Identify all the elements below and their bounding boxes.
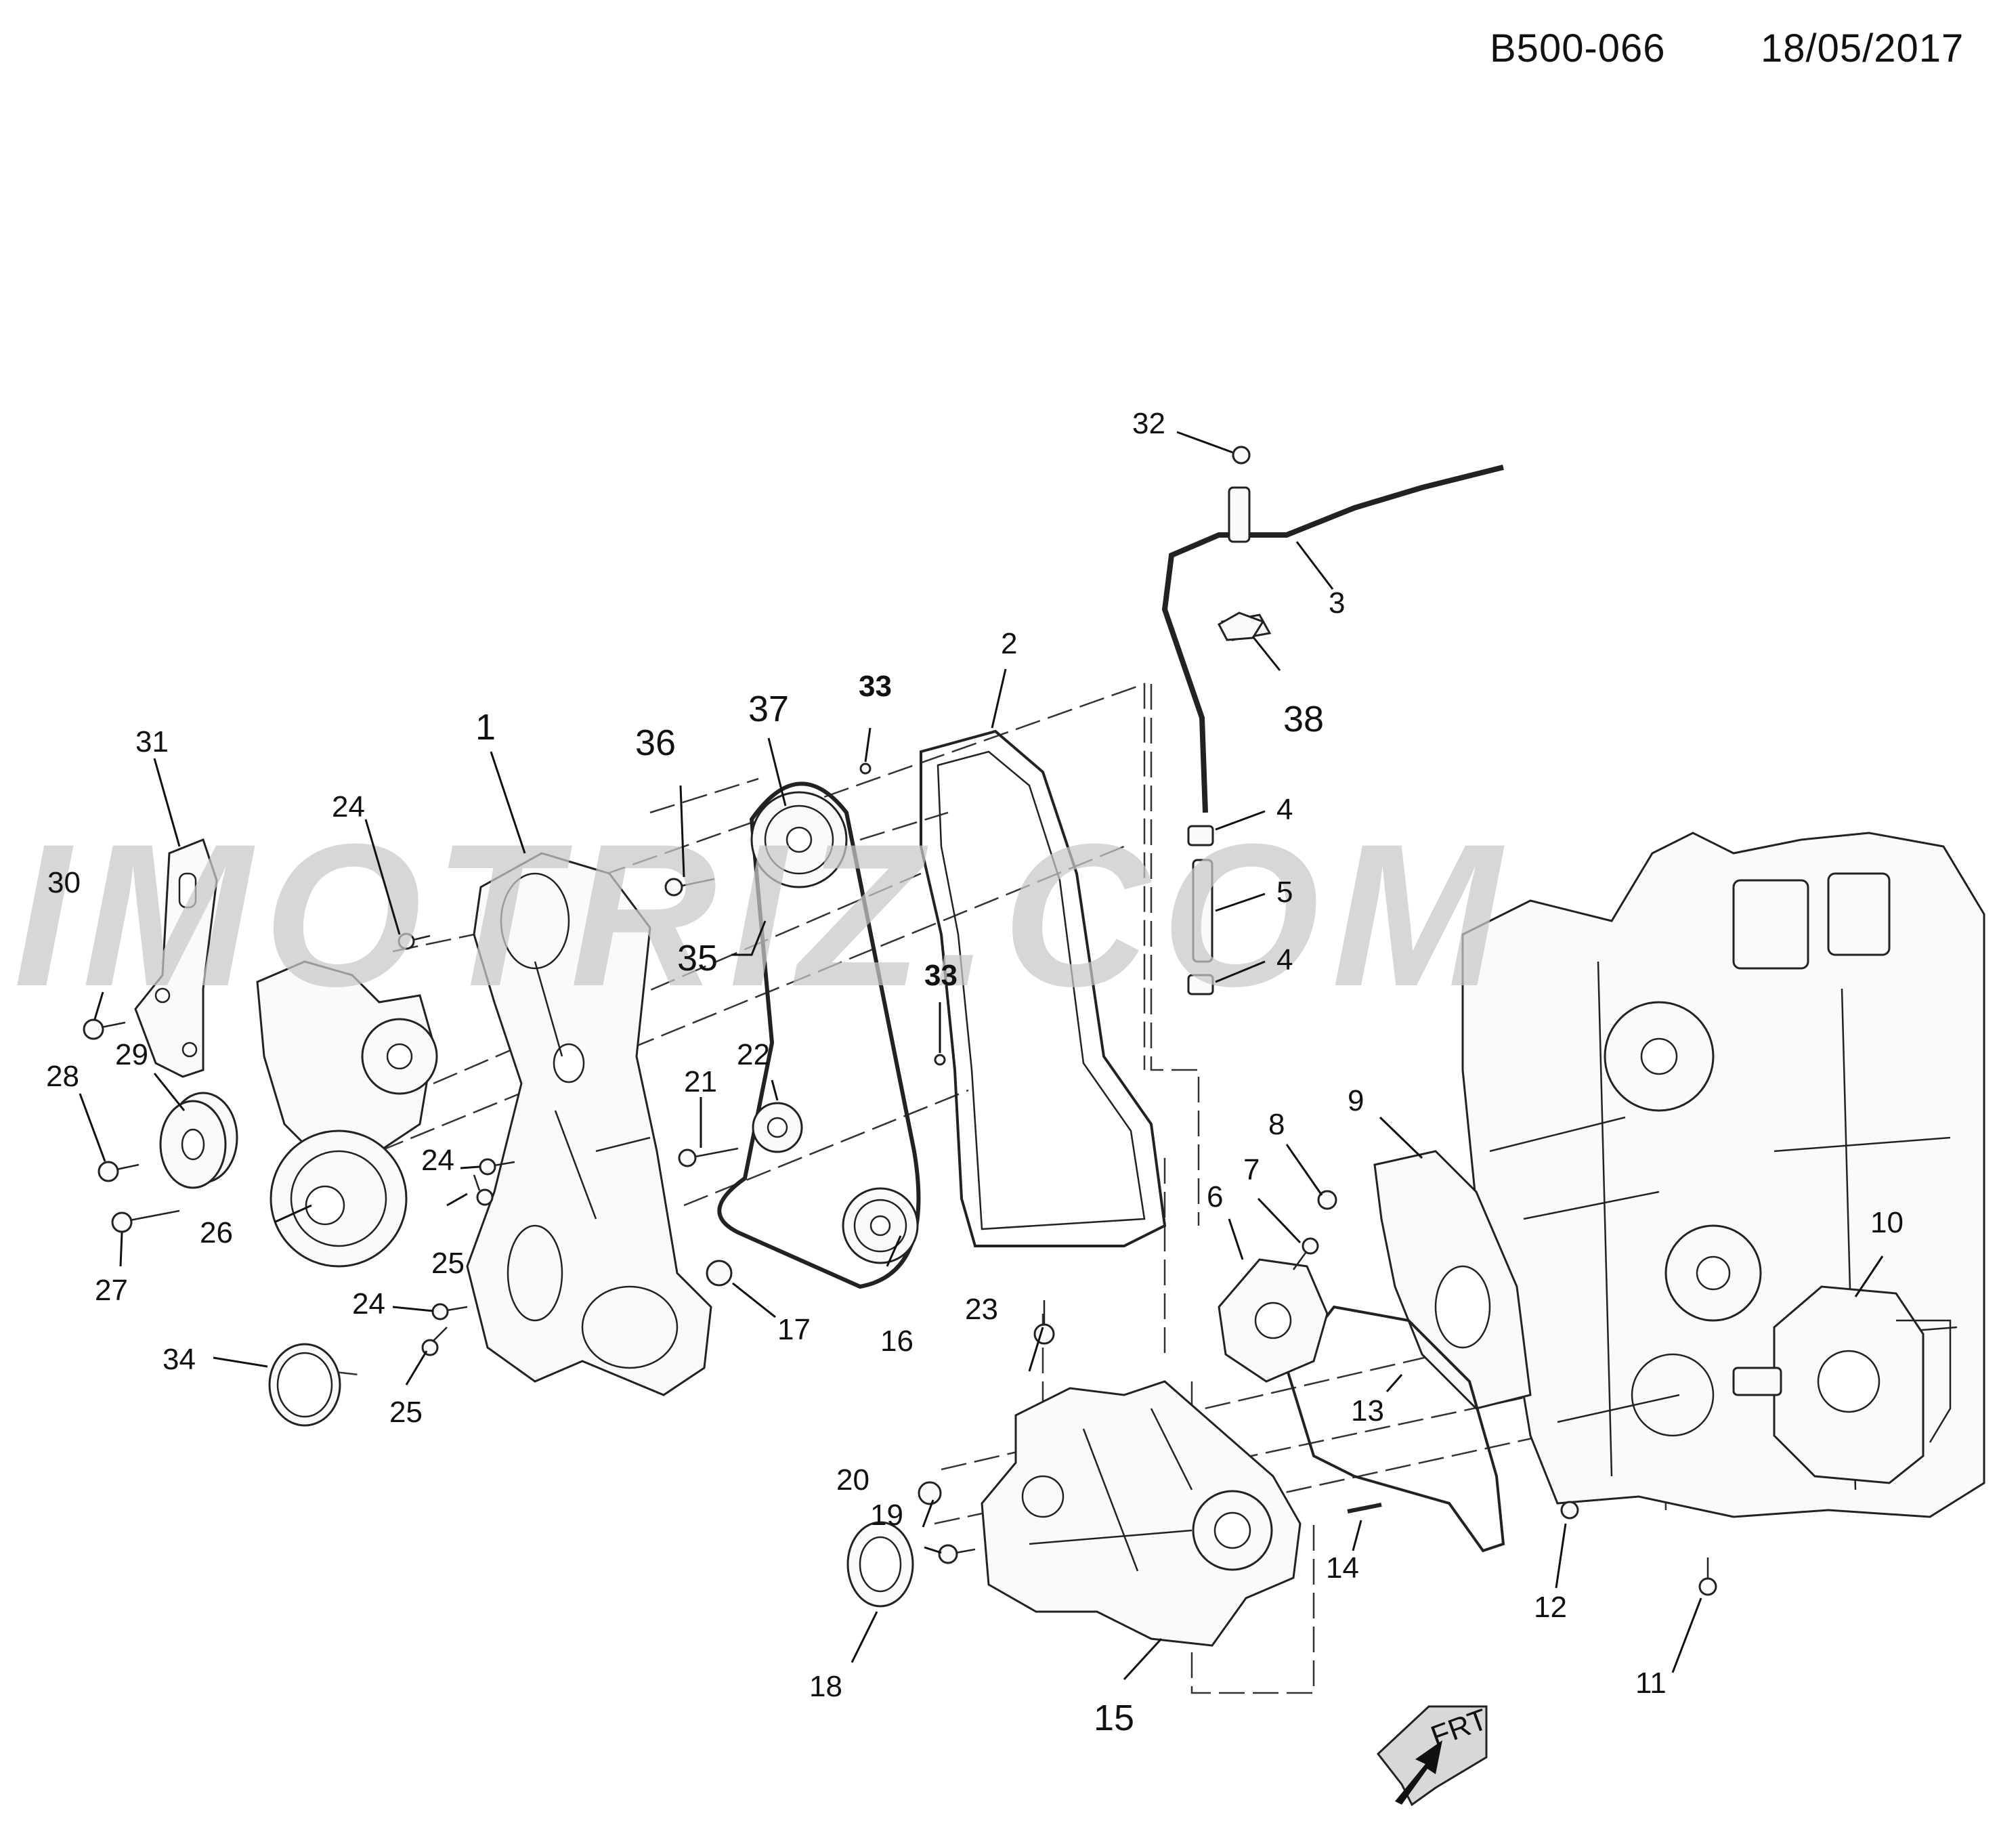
callout-26: 26 [200,1216,233,1249]
fastener-dowel-33b [934,1054,946,1066]
fastener-bolt-19 [938,1544,976,1564]
callout-14: 14 [1326,1551,1359,1585]
fastener-bolt-21 [678,1147,739,1167]
callout-18: 18 [809,1670,842,1703]
callout-11: 11 [1635,1667,1667,1700]
callout-32: 32 [1132,407,1165,440]
pump-gasket [1285,1305,1505,1553]
callout-7: 7 [1243,1153,1260,1186]
diagram-date: 18/05/2017 [1761,26,1964,70]
callout-30: 30 [47,866,81,899]
oil-pump-housing [981,1380,1302,1647]
callout-19: 19 [870,1499,903,1532]
callout-34: 34 [163,1343,196,1376]
fastener-nut-32 [1232,446,1251,465]
fastener-bolt-24b [479,1158,515,1176]
callout-13: 13 [1351,1394,1384,1427]
fastener-nut-17 [706,1260,733,1287]
fastener-bolt-30 [83,1018,126,1040]
leader-lines [79,431,1884,1681]
fastener-bolt-24c [431,1303,468,1320]
fastener-stud-14 [1347,1503,1382,1513]
callout-37: 37 [748,689,789,729]
callout-4a: 4 [1276,793,1293,826]
cover-gasket [920,729,1167,1247]
timing-cover [466,852,712,1396]
callout-36: 36 [635,723,676,763]
callout-1: 1 [475,707,496,748]
callout-31: 31 [135,725,169,758]
fastener-dowel-33a [859,762,872,775]
callout-38: 38 [1283,699,1324,739]
callout-15: 15 [1094,1698,1134,1738]
callout-17: 17 [777,1313,811,1346]
fastener-bolt-24a [397,932,431,950]
callout-20: 20 [836,1463,869,1497]
callout-25a: 25 [431,1247,465,1280]
thermostat-housing [1218,1258,1329,1383]
fastener-plug-12 [1560,1501,1579,1520]
callout-16: 16 [880,1325,913,1358]
fastener-bolt-25a [473,1174,494,1206]
callout-33b: 33 [924,959,958,992]
watermark: IMOTRIZ.COM [14,801,1513,1029]
timing-belt-assembly [717,781,921,1289]
rear-plate [1373,1150,1532,1410]
callout-9: 9 [1348,1084,1364,1117]
callout-27: 27 [95,1274,128,1307]
fastener-bolt-36 [664,878,715,897]
fastener-plug-20 [918,1481,942,1505]
callout-8: 8 [1268,1108,1285,1141]
callout-2: 2 [1001,627,1017,660]
callout-21: 21 [684,1065,717,1098]
callout-24a: 24 [332,790,365,823]
callout-33a: 33 [859,670,892,703]
callout-10: 10 [1870,1206,1904,1239]
fastener-bolt-8 [1317,1190,1337,1210]
callout-labels: 1 2 3 4 5 4 6 7 8 9 10 11 12 13 14 15 16… [46,407,1904,1738]
idler-pulley [159,1092,238,1189]
callout-6: 6 [1207,1180,1223,1213]
grommet-38 [1217,611,1265,641]
front-seal [846,1521,914,1608]
callout-24c: 24 [352,1287,385,1320]
callout-24b: 24 [421,1144,454,1177]
crank-seal [268,1343,341,1427]
water-pump-housing [256,960,438,1268]
callout-28: 28 [46,1060,79,1093]
callout-29: 29 [115,1038,148,1071]
diagram-code: B500-066 [1490,26,1666,70]
callout-22: 22 [737,1038,770,1071]
fastener-bolt-11 [1698,1557,1717,1596]
callout-4b: 4 [1276,943,1293,976]
callout-3: 3 [1329,586,1345,620]
fastener-bolt-27 [111,1209,180,1233]
callout-12: 12 [1534,1591,1567,1624]
front-direction-marker: FRT [1376,1702,1492,1807]
fastener-stud-23 [1033,1300,1055,1345]
callout-25b: 25 [389,1396,423,1429]
fastener-bolt-7 [1292,1237,1319,1270]
fastener-bolt-28 [98,1161,139,1182]
tensioner-bracket [134,838,218,1078]
callout-5: 5 [1276,876,1293,909]
callout-35: 35 [677,938,718,979]
injection-pump [1732,1285,1952,1484]
callout-23: 23 [965,1293,998,1326]
